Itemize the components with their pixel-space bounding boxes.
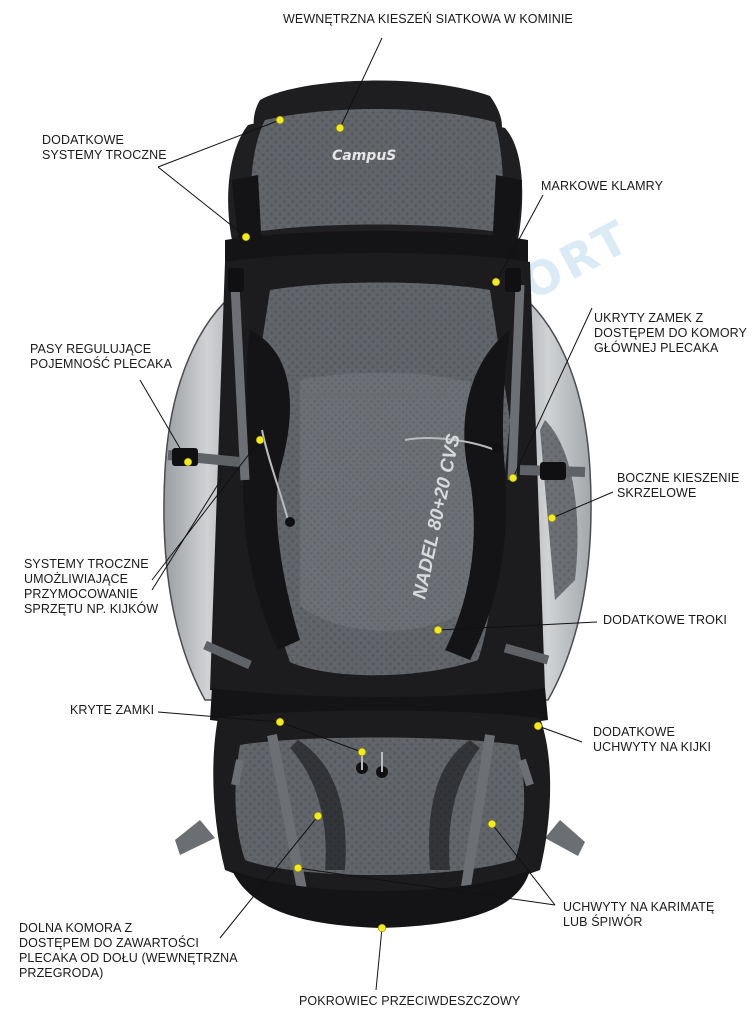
marker-rain-cover [377, 923, 387, 933]
callout-side-pockets: BOCZNE KIESZENIE SKRZELOWE [617, 471, 740, 500]
callout-capacity-straps: PASY REGULUJĄCE POJEMNOŚĆ PLECAKA [30, 342, 173, 371]
marker-extra-strap-top [275, 115, 285, 125]
marker-pole-holders [533, 721, 543, 731]
callout-rain-cover: POKROWIEC PRZECIWDESZCZOWY [299, 994, 521, 1008]
callout-markers [183, 115, 557, 933]
marker-covered-zippers-center [357, 747, 367, 757]
callout-mesh-pocket: WEWNĘTRZNA KIESZEŃ SIATKOWA W KOMINIE [283, 12, 573, 26]
callout-extra-strap-systems: DODATKOWE SYSTEMY TROCZNE [42, 133, 167, 162]
marker-pole-strap [255, 435, 265, 445]
marker-extra-straps [433, 625, 443, 635]
marker-extra-strap-lower [241, 232, 251, 242]
callout-hidden-zipper: UKRYTY ZAMEK Z DOSTĘPEM DO KOMORY GŁÓWNE… [594, 311, 747, 355]
backpack: NADEL 80+20 CVS CampuS [163, 80, 592, 928]
callout-covered-zippers: KRYTE ZAMKI [70, 703, 155, 717]
callout-pole-holders: DODATKOWE UCHWYTY NA KIJKI [593, 725, 712, 754]
marker-bottom-chamber [313, 811, 323, 821]
leader-lines [139, 37, 614, 991]
brand-logo: CampuS [332, 148, 396, 164]
callout-mat-holders: UCHWYTY NA KARIMATĘ LUB ŚPIWÓR [563, 900, 715, 929]
marker-brand-buckles [491, 277, 501, 287]
marker-hidden-zipper [508, 473, 518, 483]
callout-bottom-chamber: DOLNA KOMORA Z DOSTĘPEM DO ZAWARTOŚCI PL… [19, 921, 238, 980]
marker-covered-zippers-left [275, 717, 285, 727]
marker-mesh-pocket [335, 123, 345, 133]
marker-side-pockets [547, 513, 557, 523]
callout-extra-straps: DODATKOWE TROKI [603, 613, 727, 627]
callout-brand-buckles: MARKOWE KLAMRY [541, 179, 664, 193]
marker-mat-holders-right [487, 819, 497, 829]
marker-mat-holders-left [293, 863, 303, 873]
callout-pole-strap-systems: SYSTEMY TROCZNE UMOŻLIWIAJĄCE PRZYMOCOWA… [24, 557, 159, 616]
marker-capacity-straps [183, 457, 193, 467]
